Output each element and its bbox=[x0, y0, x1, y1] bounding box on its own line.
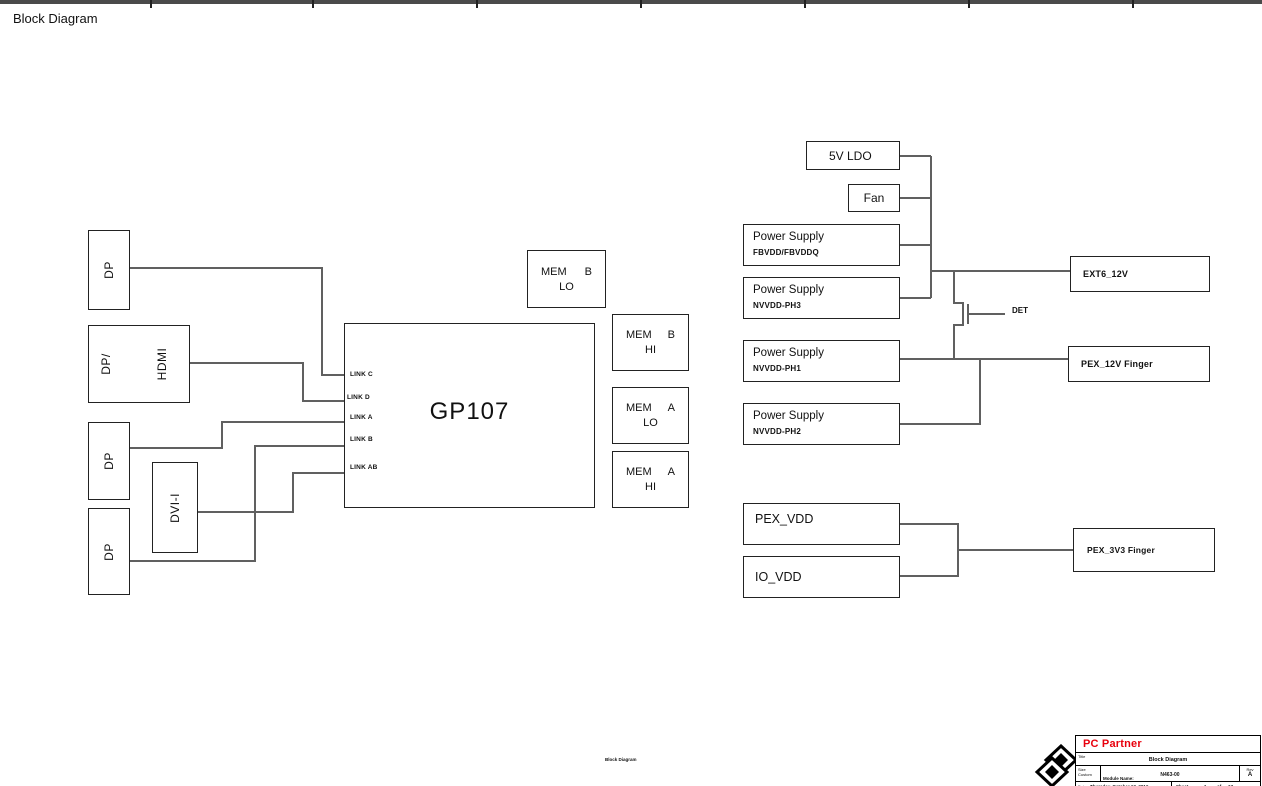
power-supply-fbvdd-block: Power Supply FBVDD/FBVDDQ bbox=[743, 224, 900, 266]
zone-tick bbox=[968, 0, 970, 8]
power-supply-title: Power Supply bbox=[753, 284, 824, 296]
sheet-top-border bbox=[0, 0, 1262, 4]
dp-hdmi-connector: DP/ HDMI bbox=[88, 325, 190, 403]
dp-connector-2: DP bbox=[88, 422, 130, 500]
ext6-12v-label: EXT6_12V bbox=[1083, 269, 1129, 279]
pex-12v-finger-block: PEX_12V Finger bbox=[1068, 346, 1210, 382]
module-value: N463-00 bbox=[1160, 772, 1180, 778]
gpu-name: GP107 bbox=[429, 398, 510, 425]
module-label: Module Name: bbox=[1103, 776, 1134, 781]
gpu-pin-link-c: LINK C bbox=[350, 371, 373, 378]
power-supply-ph1-block: Power Supply NVVDD-PH1 bbox=[743, 340, 900, 382]
fan-block: Fan bbox=[848, 184, 900, 212]
rev-cell: Rev A bbox=[1239, 766, 1260, 781]
power-supply-ph3-block: Power Supply NVVDD-PH3 bbox=[743, 277, 900, 319]
pex-vdd-label: PEX_VDD bbox=[755, 512, 814, 526]
title-block-module-row: Size Custom Module Name: N463-00 Rev A bbox=[1076, 766, 1260, 782]
power-supply-rail: NVVDD-PH3 bbox=[753, 301, 802, 310]
size-label: Size bbox=[1078, 767, 1086, 772]
fan-label: Fan bbox=[863, 191, 885, 205]
mem-bank-label: B bbox=[667, 329, 675, 341]
dvi-connector-label: DVI-I bbox=[168, 492, 182, 523]
mem-label: MEM bbox=[626, 402, 652, 414]
power-supply-rail: NVVDD-PH1 bbox=[753, 364, 802, 373]
size-cell: Size Custom bbox=[1076, 766, 1101, 781]
mem-half-label: LO bbox=[559, 280, 574, 293]
mem-b-hi-block: MEM B HI bbox=[612, 314, 689, 371]
company-name: PC Partner bbox=[1083, 738, 1142, 750]
io-vdd-label: IO_VDD bbox=[755, 570, 802, 584]
dp-connector-1: DP bbox=[88, 230, 130, 310]
mem-bank-label: B bbox=[584, 265, 592, 278]
power-supply-ph2-block: Power Supply NVVDD-PH2 bbox=[743, 403, 900, 445]
det-net-label: DET bbox=[1012, 306, 1028, 315]
power-supply-rail: NVVDD-PH2 bbox=[753, 427, 802, 436]
gpu-pin-link-d: LINK D bbox=[347, 394, 370, 401]
drawing-title: Block Diagram bbox=[1148, 757, 1188, 763]
dp-connector-1-label: DP bbox=[101, 261, 116, 279]
size-value: Custom bbox=[1078, 772, 1092, 777]
power-supply-rail: FBVDD/FBVDDQ bbox=[753, 248, 819, 257]
pex-3v3-finger-label: PEX_3V3 Finger bbox=[1087, 545, 1155, 555]
pex-vdd-block: PEX_VDD bbox=[743, 503, 900, 545]
title-block-date-row: Date: Thursday, October 13, 2016 Sheet 1… bbox=[1076, 782, 1260, 786]
zone-tick bbox=[640, 0, 642, 8]
mem-half-label: HI bbox=[645, 344, 656, 356]
title-block: PC Partner Title Block Diagram Size Cust… bbox=[1075, 735, 1261, 786]
ldo-5v-label: 5V LDO bbox=[829, 148, 872, 163]
power-supply-title: Power Supply bbox=[753, 231, 824, 243]
page-title: Block Diagram bbox=[13, 11, 98, 26]
dvi-connector: DVI-I bbox=[152, 462, 198, 553]
mem-label: MEM bbox=[626, 329, 652, 341]
date-value: Thursday, October 13, 2016 bbox=[1090, 784, 1148, 786]
dp-connector-2-label: DP bbox=[101, 452, 116, 470]
module-cell: Module Name: N463-00 bbox=[1101, 766, 1239, 781]
zone-tick bbox=[312, 0, 314, 8]
title-block-title-row: Title Block Diagram bbox=[1076, 753, 1260, 766]
ext6-12v-block: EXT6_12V bbox=[1070, 256, 1210, 292]
rev-label: Rev bbox=[1246, 767, 1254, 772]
dp-connector-3-label: DP bbox=[101, 542, 116, 561]
mem-b-lo-block: MEM B LO bbox=[527, 250, 606, 308]
io-vdd-block: IO_VDD bbox=[743, 556, 900, 598]
power-supply-title: Power Supply bbox=[753, 410, 824, 422]
sheet-of-label: of bbox=[1217, 784, 1221, 786]
dp-connector-3: DP bbox=[88, 508, 130, 595]
sheet-footer-label: Block Diagram bbox=[605, 757, 637, 762]
mem-half-label: HI bbox=[645, 481, 656, 493]
pc-partner-logo-icon bbox=[1034, 744, 1079, 786]
mem-label: MEM bbox=[541, 265, 567, 278]
zone-tick bbox=[804, 0, 806, 8]
date-label: Date: bbox=[1078, 784, 1088, 786]
mem-a-hi-block: MEM A HI bbox=[612, 451, 689, 508]
pex-12v-finger-label: PEX_12V Finger bbox=[1081, 359, 1153, 369]
pex-3v3-finger-block: PEX_3V3 Finger bbox=[1073, 528, 1215, 572]
gpu-pin-link-a: LINK A bbox=[350, 414, 373, 421]
ldo-5v-block: 5V LDO bbox=[806, 141, 900, 170]
zone-tick bbox=[476, 0, 478, 8]
zone-tick bbox=[1132, 0, 1134, 8]
mem-half-label: LO bbox=[643, 417, 658, 429]
zone-tick bbox=[150, 0, 152, 8]
dp-hdmi-hdmi-label: HDMI bbox=[155, 347, 169, 381]
gpu-pin-link-b: LINK B bbox=[350, 436, 373, 443]
sheet-label: Sheet bbox=[1176, 784, 1188, 786]
title-label: Title bbox=[1078, 754, 1086, 759]
mem-a-lo-block: MEM A LO bbox=[612, 387, 689, 444]
sheet-total: 17 bbox=[1228, 784, 1233, 786]
mem-bank-label: A bbox=[667, 466, 675, 478]
rev-value: A bbox=[1247, 772, 1253, 778]
mem-label: MEM bbox=[626, 466, 652, 478]
gpu-block: GP107 bbox=[344, 323, 595, 508]
dp-hdmi-dp-label: DP/ bbox=[99, 353, 113, 375]
mem-bank-label: A bbox=[667, 402, 675, 414]
title-block-company-row: PC Partner bbox=[1076, 736, 1260, 753]
sheet-number: 1 bbox=[1204, 784, 1207, 786]
date-sheet-divider bbox=[1171, 782, 1172, 786]
gpu-pin-link-ab: LINK AB bbox=[350, 464, 378, 471]
power-supply-title: Power Supply bbox=[753, 347, 824, 359]
